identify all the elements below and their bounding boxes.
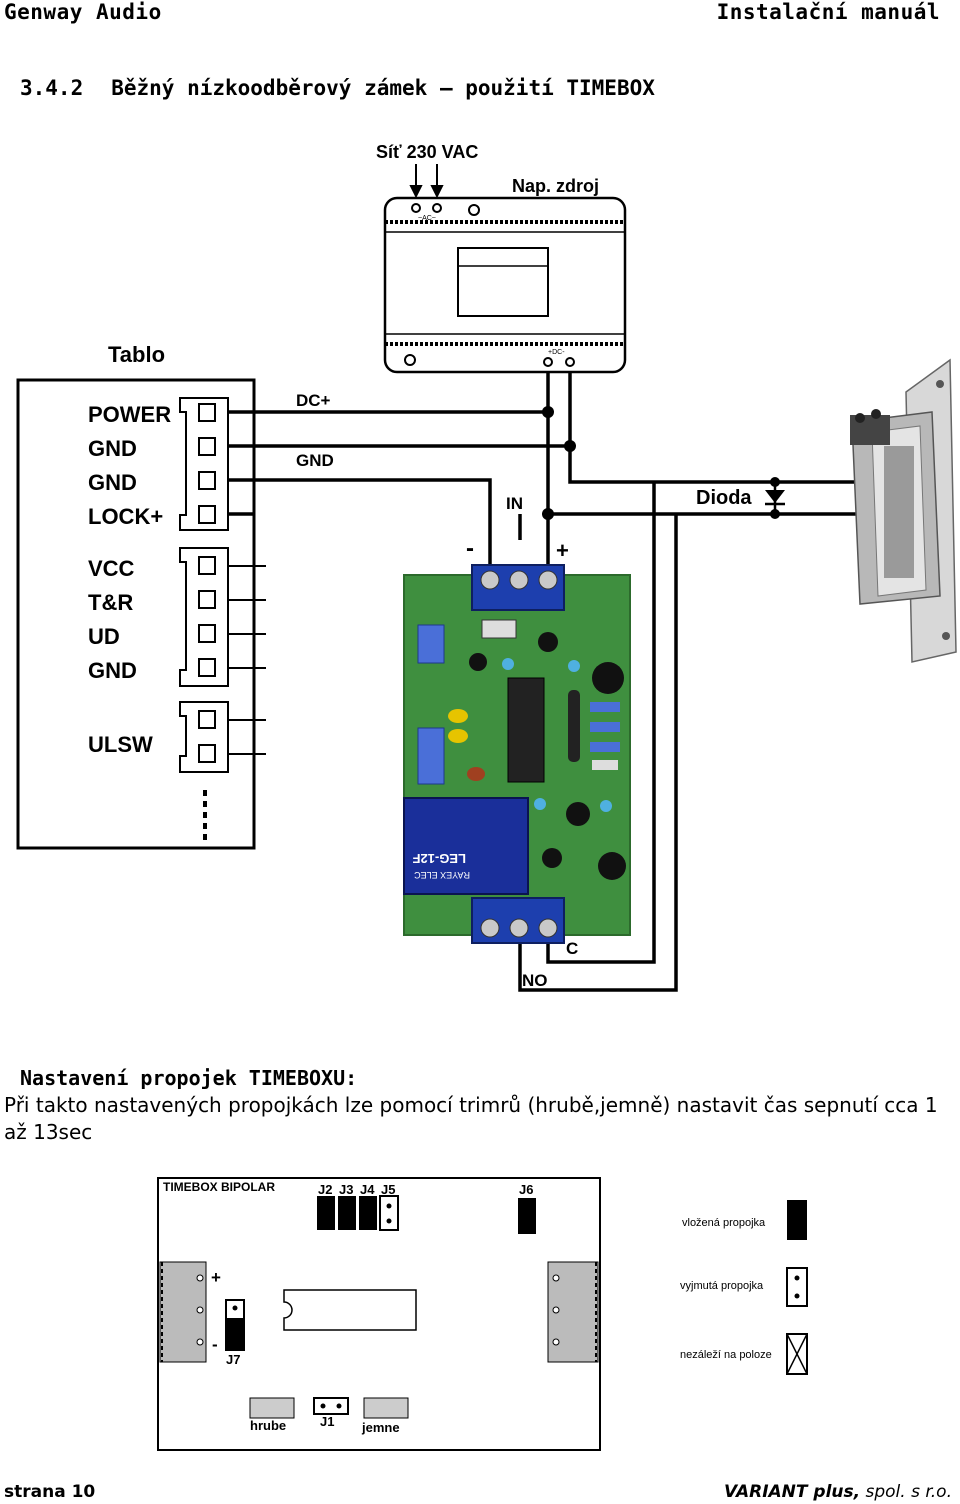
terminal-vcc: VCC (88, 556, 135, 581)
psu-label: Nap. zdroj (512, 176, 599, 196)
c-label: C (566, 939, 578, 958)
board-title: TIMEBOX BIPOLAR (163, 1180, 275, 1194)
section-title: Běžný nízkoodběrový zámek – použití TIME… (111, 76, 655, 100)
door-panel (16, 378, 266, 850)
j7-label: J7 (226, 1352, 240, 1367)
legend-any: nezáleží na poloze (680, 1349, 772, 1361)
electric-strike-lock (850, 358, 957, 663)
legend-inserted-icon (787, 1200, 807, 1240)
wiring-diagram: Síť 230 VAC Nap. zdroj ~AC~ +DC- Tablo (16, 142, 957, 992)
wire-dc-label: DC+ (296, 391, 331, 410)
legend-inserted: vložená propojka (682, 1217, 766, 1229)
trimmer-jemne (363, 1397, 409, 1419)
terminal-tr: T&R (88, 590, 133, 615)
trimmer-hrube (249, 1397, 295, 1419)
psu-ac-label: ~AC~ (418, 215, 436, 222)
power-supply: ~AC~ +DC- (383, 196, 627, 374)
terminal-ud: UD (88, 624, 120, 649)
right-terminal (547, 1261, 599, 1363)
header-left: Genway Audio (4, 0, 162, 24)
diode-symbol (765, 482, 785, 514)
terminal-gnd-2: GND (88, 470, 137, 495)
jemne-label: jemne (361, 1420, 400, 1435)
section-number: 3.4.2 (20, 76, 84, 100)
relay-text-2: RAYEX ELEC (414, 870, 470, 880)
note-title: Nastavení propojek TIMEBOXU: (20, 1066, 358, 1090)
terminal-lock: LOCK+ (88, 504, 163, 529)
panel-label: Tablo (108, 342, 165, 367)
j1-label: J1 (320, 1414, 334, 1429)
relay-text-1: LEG-12F (412, 851, 466, 866)
no-label: NO (522, 971, 548, 990)
jumper-j4: J4 (360, 1182, 375, 1197)
legend-any-icon (786, 1333, 808, 1375)
terminal-ulsw: ULSW (88, 732, 153, 757)
note-body: Při takto nastavených propojkách lze pom… (4, 1093, 938, 1144)
jumper-j6: J6 (519, 1182, 533, 1197)
jumper-j3: J3 (339, 1182, 353, 1197)
mains-label: Síť 230 VAC (376, 142, 478, 162)
plus-label: + (556, 538, 569, 563)
jumper-blocks (317, 1195, 536, 1234)
section-heading: 3.4.2 Běžný nízkoodběrový zámek – použití… (20, 76, 655, 100)
ic-socket (283, 1289, 417, 1331)
psu-dc-label: +DC- (548, 349, 565, 356)
mains-arrows (409, 164, 444, 199)
jumper-diagram: TIMEBOX BIPOLAR J2 J3 J4 J5 J6 + - J7 hr… (157, 1177, 808, 1451)
minus-label: - (466, 535, 474, 562)
legend-removed-icon (786, 1267, 808, 1307)
footer-page: strana 10 (4, 1482, 96, 1502)
timebox-pcb: LEG-12F RAYEX ELEC (403, 564, 631, 944)
left-terminal (159, 1261, 207, 1363)
legend-removed: vyjmutá propojka (680, 1280, 764, 1292)
wire-gnd-label: GND (296, 451, 334, 470)
junctions (542, 406, 780, 520)
terminal-power: POWER (88, 402, 171, 427)
footer-company-rest: spol. s r.o. (860, 1482, 953, 1502)
terminal-gnd-3: GND (88, 658, 137, 683)
footer-company-bold: VARIANT plus, (723, 1482, 861, 1502)
header-right: Instalační manuál (716, 0, 940, 24)
jumper-j2: J2 (318, 1182, 332, 1197)
board-minus: - (212, 1335, 218, 1354)
in-label: IN (506, 494, 523, 513)
footer-company: VARIANT plus, spol. s r.o. (724, 1482, 952, 1502)
board-plus: + (211, 1268, 221, 1287)
diode-label: Dioda (696, 487, 752, 509)
wires (228, 372, 862, 992)
terminal-gnd-1: GND (88, 436, 137, 461)
jumper-j5: J5 (381, 1182, 395, 1197)
jumper-j1 (313, 1397, 349, 1415)
hrube-label: hrube (250, 1418, 286, 1433)
